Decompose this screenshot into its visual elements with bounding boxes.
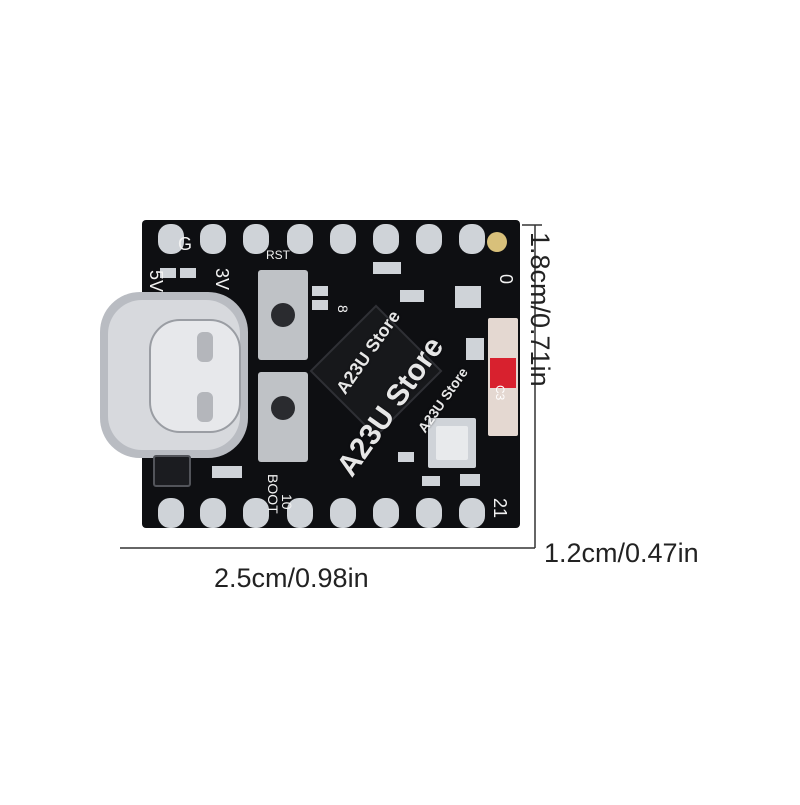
label-10: 10	[279, 494, 295, 510]
label-pin-0: 0	[496, 274, 516, 284]
usb-c-connector	[100, 292, 248, 458]
chip-tag	[490, 358, 516, 388]
top-pin-row	[158, 224, 507, 254]
width-dimension-label: 1.8cm/0.71in	[525, 232, 555, 387]
main-chip	[309, 304, 443, 438]
boot-button	[258, 372, 308, 462]
label-pin-21: 21	[490, 498, 510, 518]
rst-button	[258, 270, 308, 360]
length-dimension-label: 2.5cm/0.98in	[214, 563, 369, 593]
height-dimension-label: 1.2cm/0.47in	[544, 538, 699, 568]
bottom-pin-row	[158, 498, 485, 528]
label-5v: 5V	[146, 270, 166, 292]
chip-label: C3	[493, 385, 507, 401]
label-rst: RST	[266, 248, 291, 262]
label-3v: 3V	[212, 268, 232, 290]
smd-components	[153, 262, 484, 487]
label-8: 8	[335, 305, 351, 313]
label-boot: BOOT	[265, 474, 281, 514]
label-gnd: G	[178, 234, 192, 254]
